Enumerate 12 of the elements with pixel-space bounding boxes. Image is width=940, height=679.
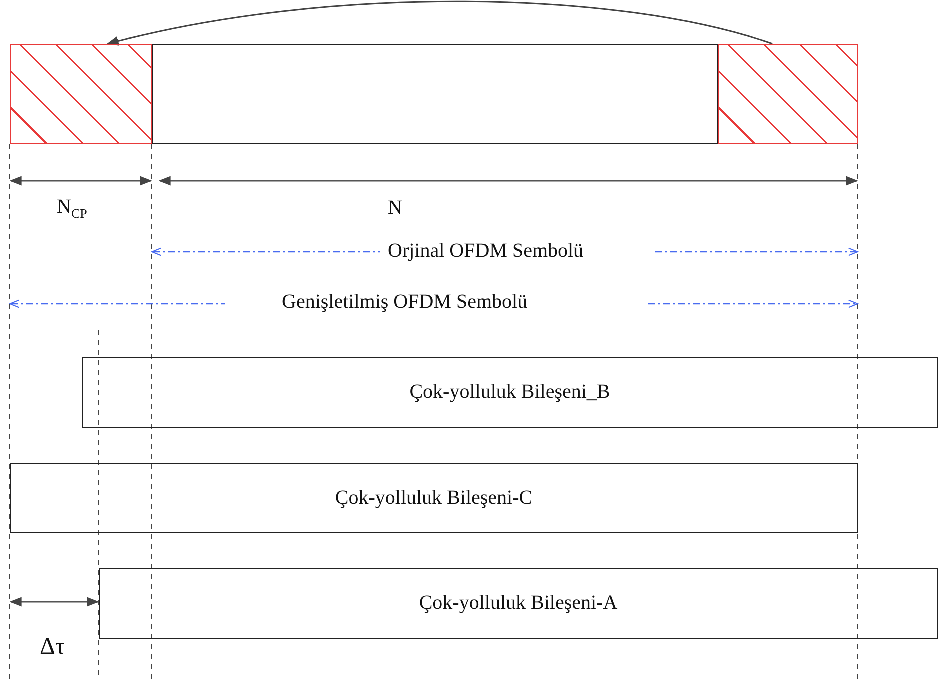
symbol-segment bbox=[152, 44, 718, 144]
curved-arrow bbox=[106, 0, 773, 46]
dimension-label: Orjinal OFDM Sembolü bbox=[386, 240, 586, 262]
component-label: Çok-yolluluk Bileşeni-A bbox=[419, 592, 618, 615]
component-label: Çok-yolluluk Bileşeni_B bbox=[410, 381, 610, 404]
component-bar bbox=[82, 357, 938, 428]
hatched-segment bbox=[10, 44, 152, 144]
dimension-label: Genişletilmiş OFDM Sembolü bbox=[280, 291, 530, 313]
component-bar bbox=[99, 568, 938, 639]
component-label: Çok-yolluluk Bileşeni-C bbox=[335, 486, 533, 510]
hatched-segment bbox=[718, 44, 858, 144]
component-bar bbox=[10, 463, 858, 533]
